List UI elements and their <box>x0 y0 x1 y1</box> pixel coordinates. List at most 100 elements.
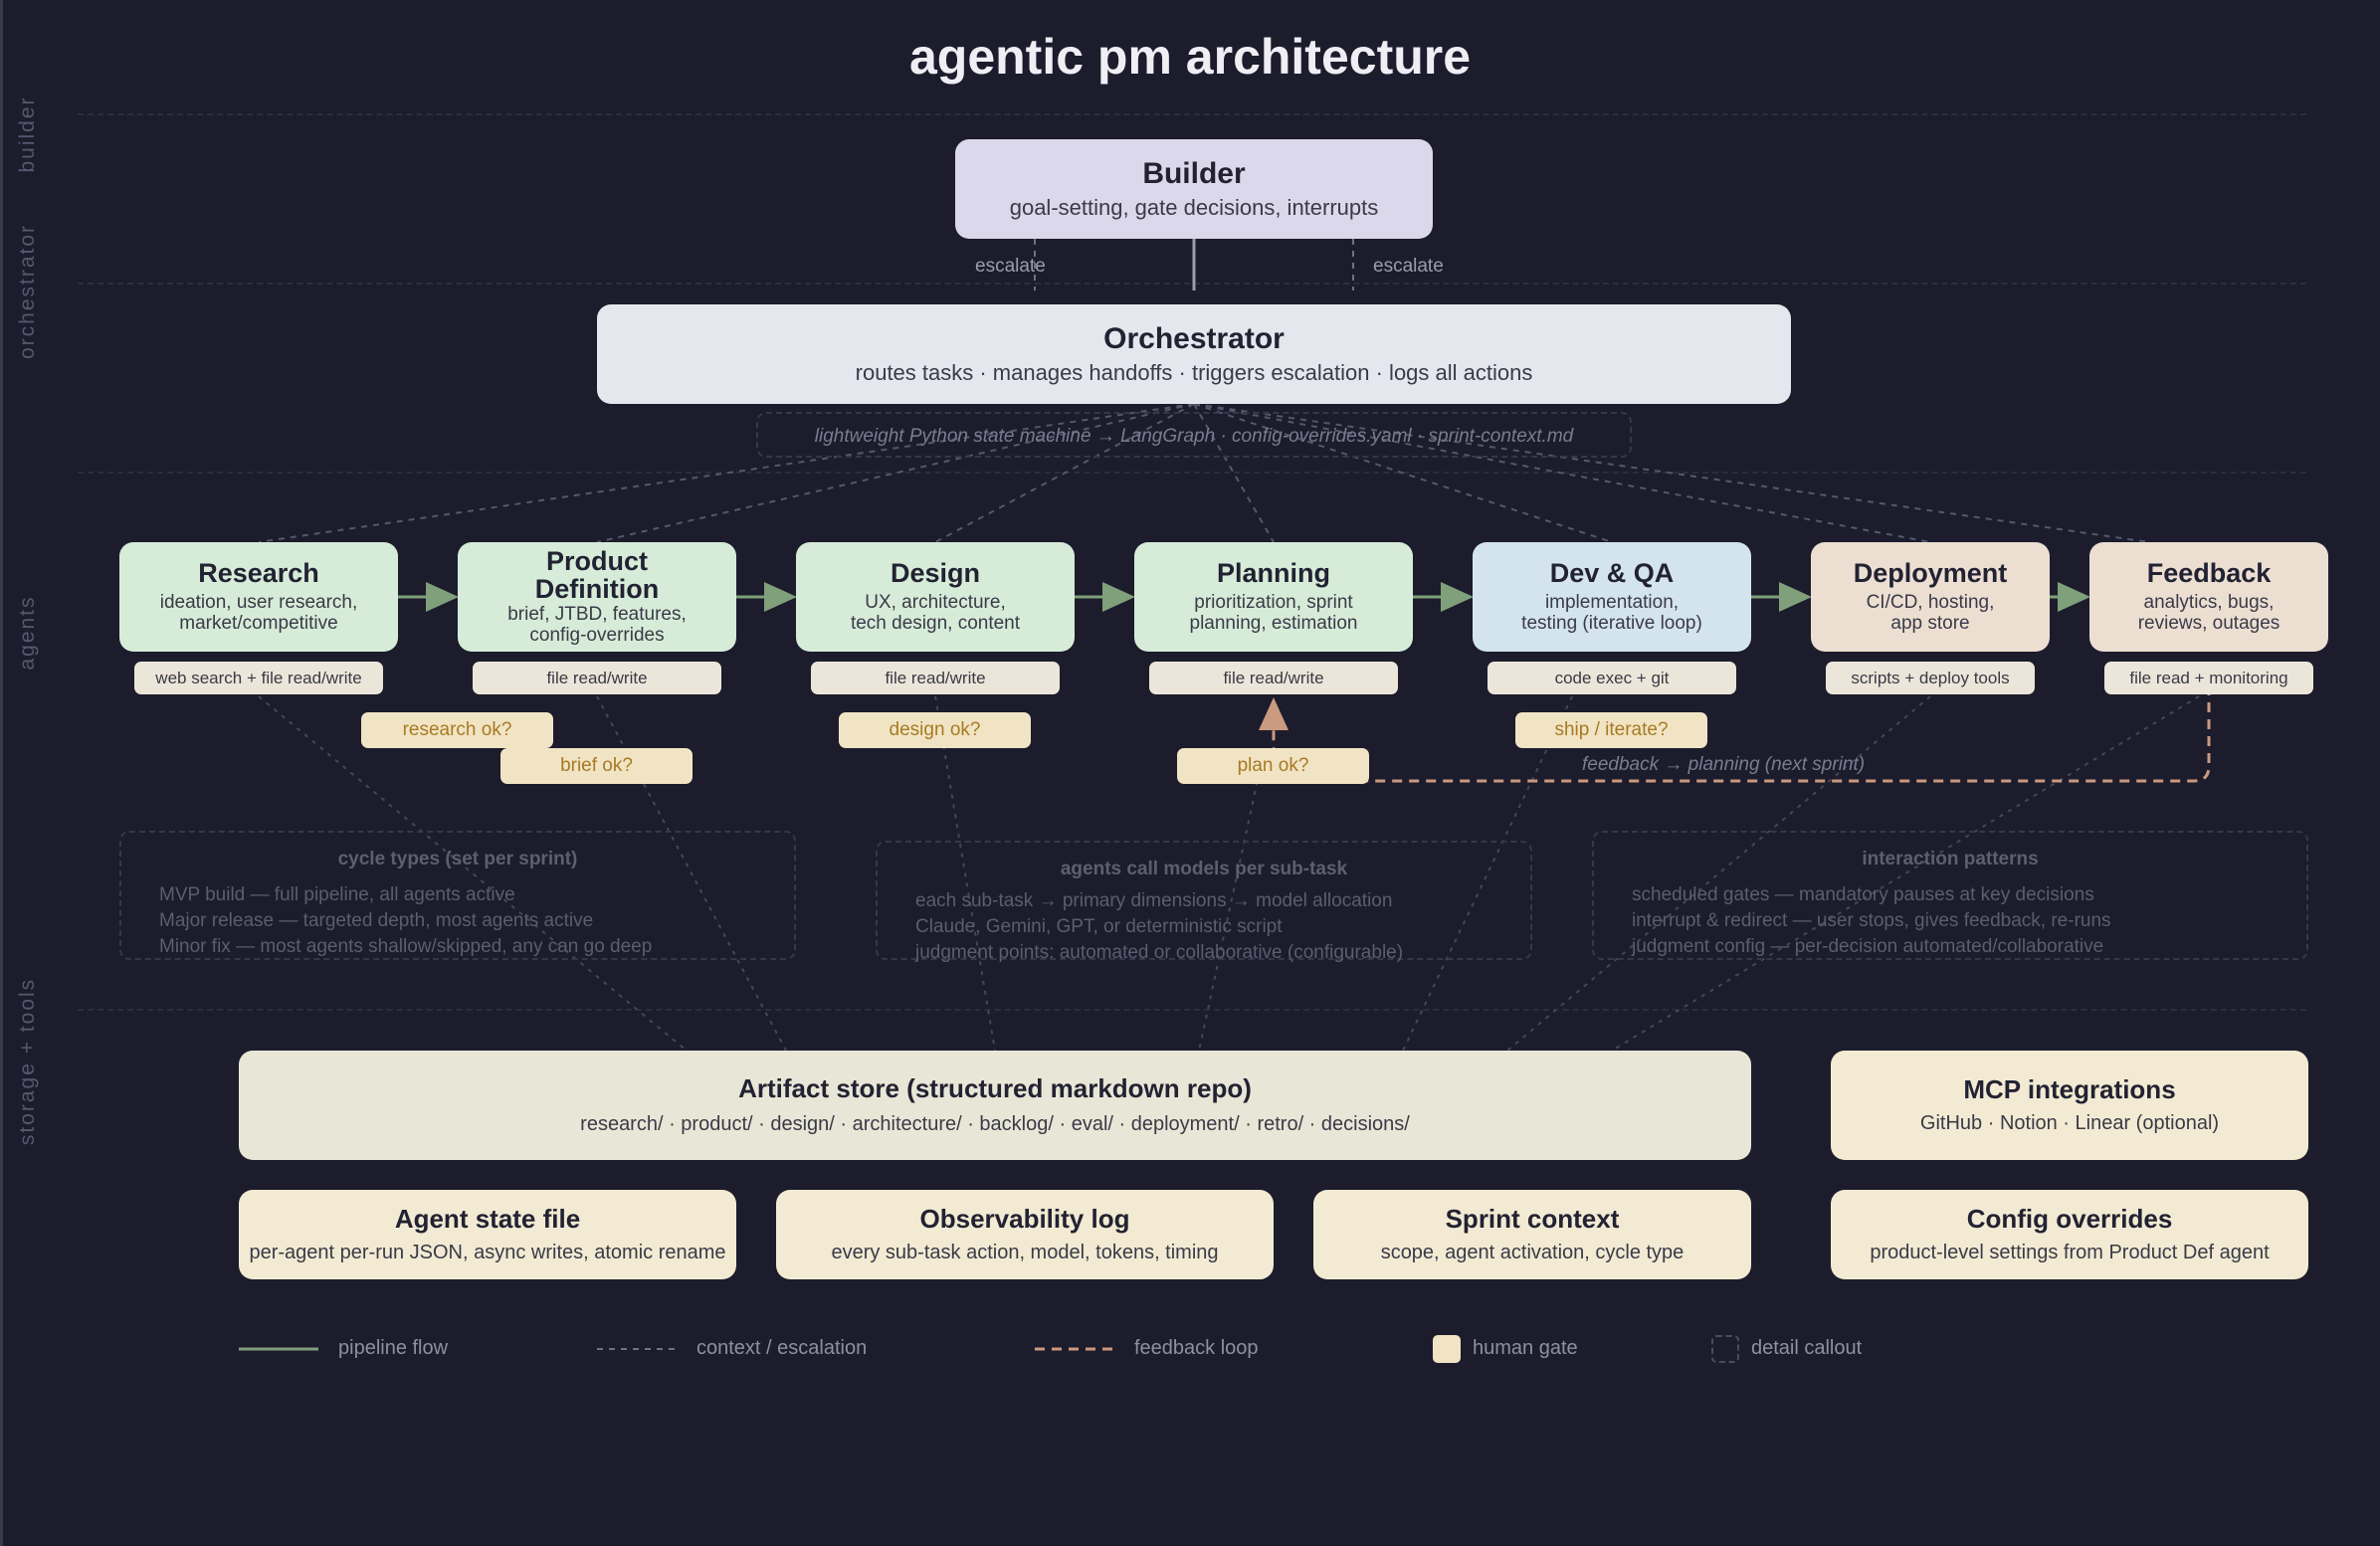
builder-box: Builder goal-setting, gate decisions, in… <box>955 139 1433 239</box>
sprint-context-box: Sprint context scope, agent activation, … <box>1313 1190 1751 1279</box>
callout-line: Minor fix — most agents shallow/skipped,… <box>159 936 653 957</box>
tool-pill-deployment: scripts + deploy tools <box>1826 662 2035 694</box>
legend-detail-callout-swatch <box>1711 1335 1739 1363</box>
agent-title: Dev & QA <box>1549 557 1675 588</box>
callout-title: interaction patterns <box>1862 849 2039 870</box>
agent-desc-line: reviews, outages <box>2137 613 2281 635</box>
config-overrides-box: Config overrides product-level settings … <box>1831 1190 2308 1279</box>
callout-line: judgment points: automated or collaborat… <box>915 942 1404 963</box>
agent-desc-line: implementation, <box>1544 592 1680 614</box>
left-edge <box>0 0 3 1546</box>
callout-title: agents call models per sub-task <box>1060 859 1348 879</box>
mcp-title: MCP integrations <box>1963 1074 2176 1105</box>
observability-subtitle: every sub-task action, model, tokens, ti… <box>831 1241 1219 1263</box>
diagram-title: agentic pm architecture <box>908 29 1472 85</box>
escalate-label-right: escalate <box>1373 256 1444 277</box>
legend-human-gate: human gate <box>1473 1337 1578 1359</box>
tool-artifact-lines <box>258 695 2200 1052</box>
artifact-store-box: Artifact store (structured markdown repo… <box>239 1051 1751 1160</box>
orchestrator-note-callout: lightweight Python state machine → LangG… <box>756 412 1632 458</box>
callout-line: Major release — targeted depth, most age… <box>159 910 594 931</box>
gate-design: design ok? <box>839 712 1031 748</box>
gate-brief: brief ok? <box>500 748 693 784</box>
agent-title: Feedback <box>2146 557 2272 588</box>
observability-log-box: Observability log every sub-task action,… <box>776 1190 1274 1279</box>
agent-desc-line: analytics, bugs, <box>2143 592 2275 614</box>
agent-state-title: Agent state file <box>394 1204 581 1235</box>
agent-desc-line: app store <box>1890 613 1970 635</box>
tool-pill-feedback: file read + monitoring <box>2104 662 2313 694</box>
gate-plan: plan ok? <box>1177 748 1369 784</box>
agent-desc-line: UX, architecture, <box>865 592 1006 614</box>
legend-human-gate-swatch <box>1433 1335 1461 1363</box>
legend-detail-callout: detail callout <box>1751 1337 1863 1359</box>
mcp-integrations-box: MCP integrations GitHub · Notion · Linea… <box>1831 1051 2308 1160</box>
legend-feedback-loop: feedback loop <box>1134 1337 1259 1359</box>
orchestrator-subtitle: routes tasks · manages handoffs · trigge… <box>855 359 1533 385</box>
callout-line: each sub-task → primary dimensions → mod… <box>915 890 1393 911</box>
lane-divider <box>78 1009 2306 1011</box>
gate-research: research ok? <box>361 712 553 748</box>
agent-desc-line: planning, estimation <box>1189 613 1358 635</box>
callout-line: Claude, Gemini, GPT, or deterministic sc… <box>915 916 1283 937</box>
agent-feedback: Feedback analytics, bugs,reviews, outage… <box>2089 542 2328 652</box>
escalate-label-left: escalate <box>975 256 1046 277</box>
callout-line: interrupt & redirect — user stops, gives… <box>1632 910 2111 931</box>
agent-title-line: Product <box>545 545 648 576</box>
orchestrator-title: Orchestrator <box>1103 322 1285 356</box>
tool-pill-dev-qa: code exec + git <box>1488 662 1736 694</box>
tool-pill-research: web search + file read/write <box>134 662 383 694</box>
agent-deployment: Deployment CI/CD, hosting,app store <box>1811 542 2050 652</box>
agent-desc-line: testing (iterative loop) <box>1521 613 1702 635</box>
legend-pipeline-flow: pipeline flow <box>338 1337 449 1359</box>
tool-pill-design: file read/write <box>811 662 1060 694</box>
agent-desc-line: market/competitive <box>179 613 338 635</box>
agent-state-file-box: Agent state file per-agent per-run JSON,… <box>239 1190 736 1279</box>
agent-dev-qa: Dev & QA implementation,testing (iterati… <box>1473 542 1751 652</box>
callout-interaction-patterns: interaction patterns scheduled gates — m… <box>1592 831 2308 960</box>
agent-research: Research ideation, user research,market/… <box>119 542 398 652</box>
agent-desc-line: ideation, user research, <box>159 592 358 614</box>
artifact-store-subtitle: research/ · product/ · design/ · archite… <box>580 1112 1410 1135</box>
agent-desc-line: brief, JTBD, features, <box>507 604 687 626</box>
feedback-loop-label: feedback → planning (next sprint) <box>1582 754 1866 775</box>
callout-line: MVP build — full pipeline, all agents ac… <box>159 884 515 905</box>
agent-desc-line: tech design, content <box>850 613 1021 635</box>
agent-title: Research <box>198 557 319 588</box>
agent-state-subtitle: per-agent per-run JSON, async writes, at… <box>249 1241 726 1263</box>
feedback-loop-path <box>1259 669 2211 783</box>
observability-title: Observability log <box>919 1204 1130 1235</box>
callout-title: cycle types (set per sprint) <box>337 849 578 870</box>
orchestrator-box: Orchestrator routes tasks · manages hand… <box>597 304 1791 404</box>
gate-ship-iterate: ship / iterate? <box>1515 712 1707 748</box>
lane-divider <box>78 113 2306 115</box>
agent-desc-line: CI/CD, hosting, <box>1866 592 1995 614</box>
sprint-context-subtitle: scope, agent activation, cycle type <box>1380 1241 1685 1263</box>
agent-title-line: Definition <box>534 574 660 605</box>
tool-pill-planning: file read/write <box>1149 662 1398 694</box>
artifact-store-title: Artifact store (structured markdown repo… <box>738 1073 1252 1104</box>
callout-line: judgment config — per-decision automated… <box>1632 936 2104 957</box>
builder-subtitle: goal-setting, gate decisions, interrupts <box>1009 194 1379 220</box>
agent-title: Deployment <box>1853 557 2008 588</box>
callout-models-per-subtask: agents call models per sub-task each sub… <box>876 841 1532 963</box>
agent-title: Planning <box>1217 557 1330 588</box>
config-overrides-subtitle: product-level settings from Product Def … <box>1870 1241 2270 1263</box>
orchestrator-fanout <box>258 403 2150 543</box>
orchestrator-note: lightweight Python state machine → LangG… <box>814 426 1574 447</box>
agent-desc-line: prioritization, sprint <box>1194 592 1353 614</box>
lane-divider <box>78 283 2306 285</box>
builder-title: Builder <box>1142 157 1246 191</box>
callout-line: scheduled gates — mandatory pauses at ke… <box>1632 884 2094 905</box>
agent-title: Design <box>890 557 981 588</box>
agent-desc-line: config-overrides <box>529 625 665 647</box>
mcp-subtitle: GitHub · Notion · Linear (optional) <box>1919 1111 2220 1134</box>
agent-design: Design UX, architecture,tech design, con… <box>796 542 1075 652</box>
sprint-context-title: Sprint context <box>1445 1204 1620 1235</box>
callout-cycle-types: cycle types (set per sprint) MVP build —… <box>119 831 796 960</box>
legend-context-escalation: context / escalation <box>696 1337 868 1359</box>
